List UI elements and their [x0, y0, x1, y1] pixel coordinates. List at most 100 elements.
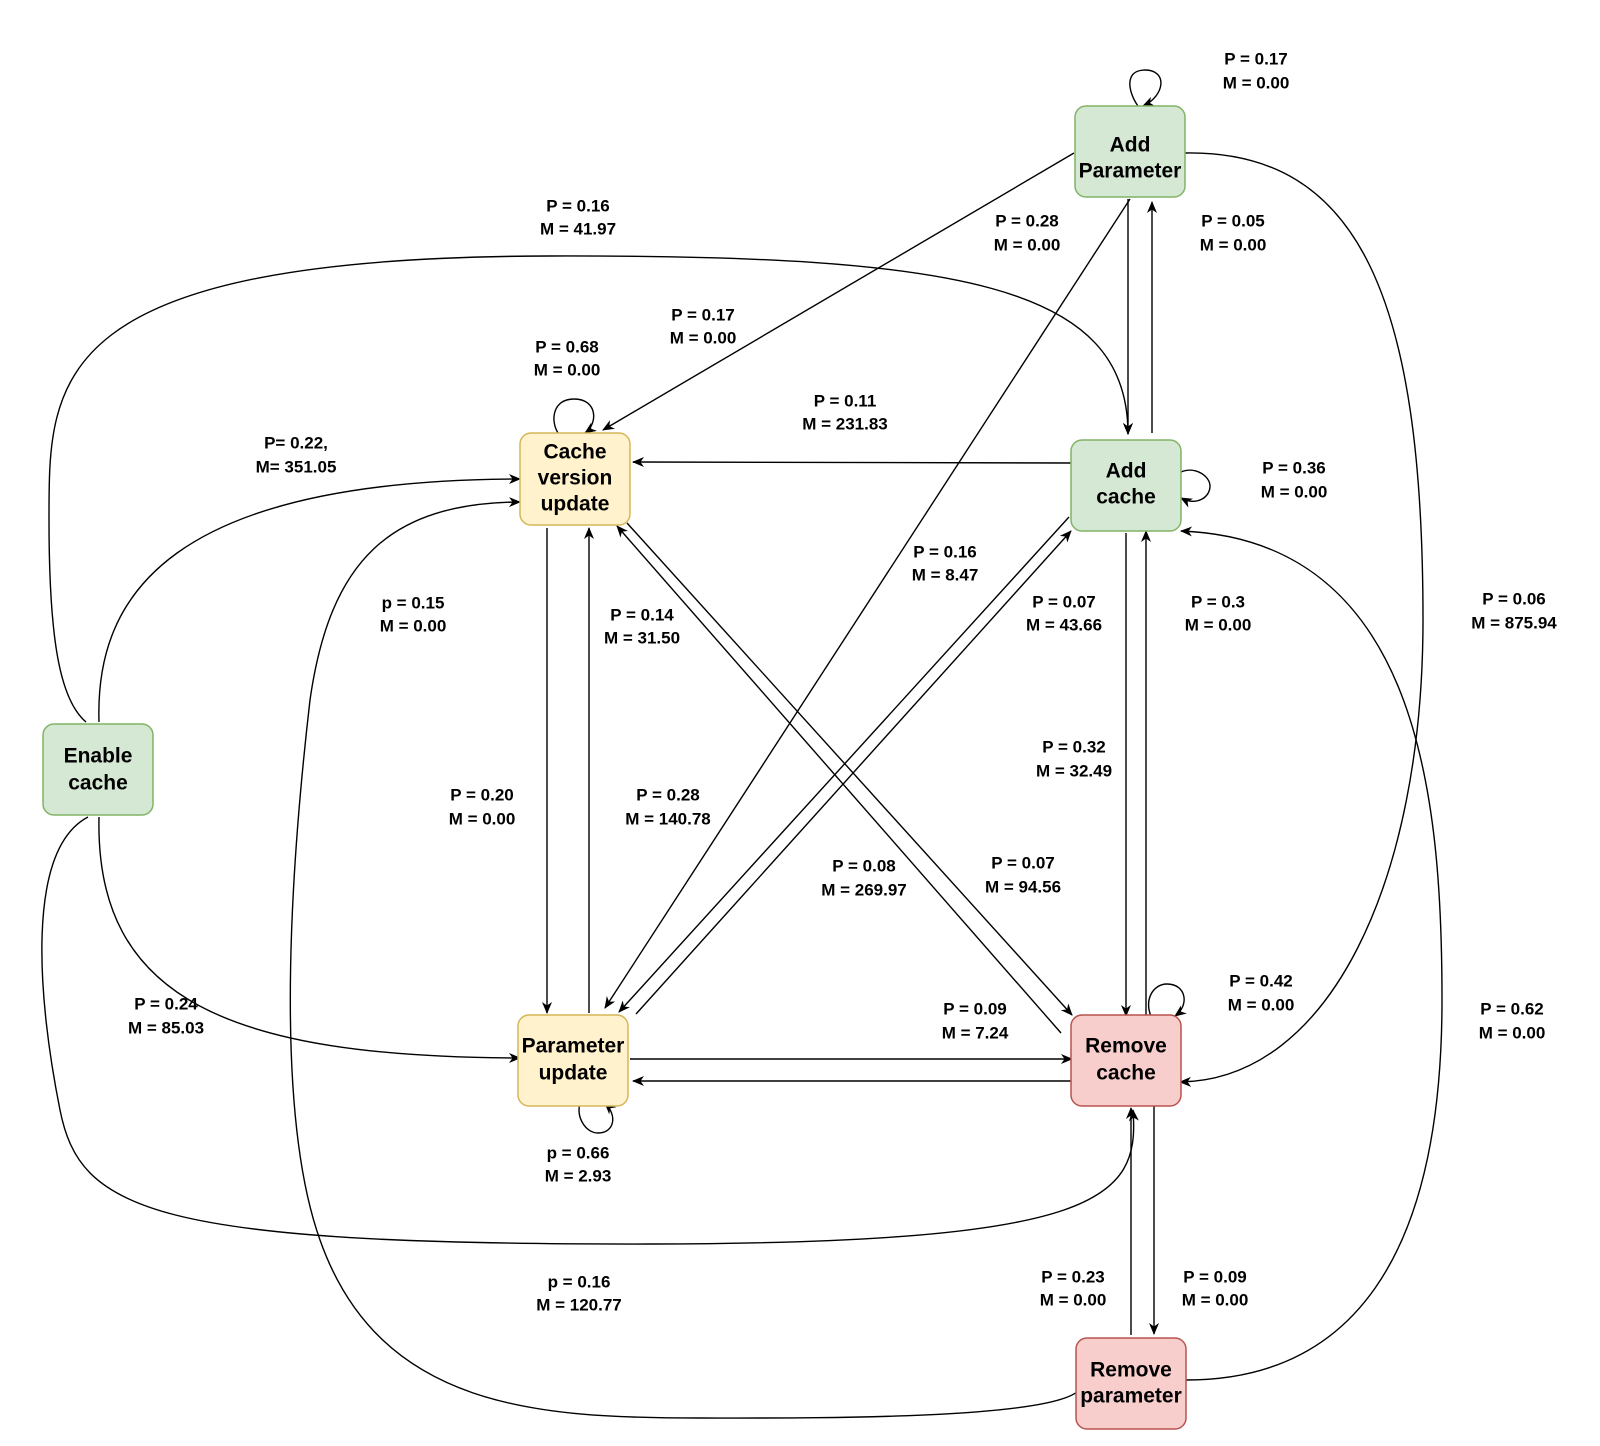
edge-ap-self — [1129, 69, 1162, 107]
label-ap-rc-p: P = 0.06 — [1482, 589, 1546, 608]
edge-en-rc — [41, 816, 1139, 1245]
label-pu-cvu: P = 0.14 M = 31.50 — [604, 605, 680, 647]
label-ap-self-m: M = 0.00 — [1223, 73, 1290, 92]
edge-en-cvu — [98, 474, 521, 723]
label-ap-cvu-m: M = 0.00 — [670, 328, 737, 347]
label-ac-pu: P = 0.07 M = 43.66 — [1026, 592, 1102, 634]
node-parameter-update-box — [517, 1014, 629, 1107]
label-ac-cvu-p: P = 0.11 — [814, 391, 877, 410]
label-rc-self: P = 0.42 M = 0.00 — [1228, 971, 1295, 1014]
edge-ap-pu — [604, 198, 1131, 1009]
label-pu-cvu-p: P = 0.14 — [610, 605, 674, 624]
label-rc-rp-m: M = 0.00 — [1182, 1290, 1249, 1309]
label-en-pu-m: M = 85.03 — [128, 1018, 204, 1037]
edge-cvu-self — [553, 398, 597, 434]
label-cvu-rc-m: M = 94.56 — [985, 877, 1061, 896]
node-enable-cache-line-1: Enable — [64, 745, 133, 768]
label-ac-ap-p: P = 0.05 — [1201, 211, 1265, 230]
edge-rc-cvu — [616, 525, 1062, 1034]
label-ac-rc-m: M = 32.49 — [1036, 761, 1112, 780]
node-enable-cache-line-2: cache — [68, 772, 128, 795]
label-rp-cvu: p = 0.15 M = 0.00 — [380, 593, 447, 635]
label-rp-ac-p: P = 0.62 — [1480, 999, 1544, 1018]
node-remove-parameter-line-1: Remove — [1090, 1359, 1172, 1382]
label-pu-self-m: M = 2.93 — [545, 1166, 612, 1185]
label-en-pu-p: P = 0.24 — [134, 994, 198, 1013]
label-cvu-pu-p: P = 0.20 — [450, 785, 514, 804]
label-rc-rp-p: P = 0.09 — [1183, 1267, 1247, 1286]
node-add-cache-line-2: cache — [1096, 486, 1156, 509]
edge-ac-cvu — [632, 457, 1073, 468]
node-add-parameter-line-2: Parameter — [1079, 160, 1182, 183]
node-cache-version-update-box — [519, 432, 631, 526]
label-pu-cvu-m: M = 31.50 — [604, 628, 680, 647]
node-cache-version-update-line-1: Cache — [543, 441, 606, 464]
label-en-cvu: P= 0.22, M= 351.05 — [256, 433, 337, 476]
label-rp-ac: P = 0.62 M = 0.00 — [1479, 999, 1546, 1042]
label-rc-ac: P = 0.3 M = 0.00 — [1185, 592, 1252, 634]
node-remove-parameter-box — [1075, 1337, 1187, 1430]
label-en-cvu-m: M= 351.05 — [256, 457, 337, 476]
label-rc-cvu-m: M = 269.97 — [821, 880, 907, 899]
label-ap-rc-m: M = 875.94 — [1471, 613, 1557, 632]
label-ac-self: P = 0.36 M = 0.00 — [1261, 458, 1328, 501]
node-enable-cache[interactable]: Enable cache — [42, 723, 154, 816]
label-ac-cvu-m: M = 231.83 — [802, 414, 888, 433]
node-remove-cache-box — [1070, 1014, 1182, 1107]
edge-rp-cvu — [289, 497, 1078, 1419]
label-ap-cvu: P = 0.17 M = 0.00 — [670, 305, 737, 347]
node-add-cache[interactable]: Add cache — [1070, 439, 1182, 532]
label-ap-pu: P = 0.16 M = 8.47 — [912, 542, 979, 584]
label-rp-cvu-p: p = 0.15 — [382, 593, 445, 612]
label-rc-self-m: M = 0.00 — [1228, 995, 1295, 1014]
label-ap-ac-p: P = 0.28 — [995, 211, 1059, 230]
node-add-parameter-line-1: Add — [1110, 134, 1151, 157]
node-parameter-update-line-1: Parameter — [522, 1035, 625, 1058]
label-cvu-pu: P = 0.20 M = 0.00 — [449, 785, 516, 828]
label-cvu-rc: P = 0.07 M = 94.56 — [985, 853, 1061, 896]
edge-cvu-rc — [626, 522, 1073, 1016]
label-en-rc-p: p = 0.16 — [548, 1272, 611, 1291]
label-ap-pu-p: P = 0.16 — [913, 542, 977, 561]
label-cvu-rc-p: P = 0.07 — [991, 853, 1055, 872]
label-en-ac: P = 0.16 M = 41.97 — [540, 196, 616, 238]
label-pu-ac-m: M = 140.78 — [625, 809, 711, 828]
edge-ap-rc — [1179, 152, 1424, 1087]
label-rc-ac-p: P = 0.3 — [1191, 592, 1245, 611]
label-pu-ac-p: P = 0.28 — [636, 785, 700, 804]
edge-ac-self — [1180, 469, 1211, 508]
label-pu-ac: P = 0.28 M = 140.78 — [625, 785, 711, 828]
label-pu-rc: P = 0.09 M = 7.24 — [942, 999, 1009, 1042]
label-en-rc-m: M = 120.77 — [536, 1295, 622, 1314]
node-remove-cache[interactable]: Remove cache — [1070, 1014, 1182, 1107]
node-cache-version-update-line-2: version — [538, 467, 613, 490]
node-remove-parameter-line-2: parameter — [1080, 1385, 1182, 1408]
nodes: Add Parameter Add cache Cache version up… — [42, 105, 1187, 1430]
edge-ap-cvu — [602, 152, 1075, 431]
label-rp-rc-p: P = 0.23 — [1041, 1267, 1105, 1286]
label-rc-self-p: P = 0.42 — [1229, 971, 1293, 990]
edge-en-ac — [48, 255, 1133, 723]
node-add-parameter[interactable]: Add Parameter — [1074, 105, 1186, 198]
node-parameter-update[interactable]: Parameter update — [517, 1014, 629, 1107]
edge-pu-self — [578, 1102, 617, 1134]
label-ac-ap-m: M = 0.00 — [1200, 235, 1267, 254]
label-pu-rc-m: M = 7.24 — [942, 1023, 1009, 1042]
label-rp-cvu-m: M = 0.00 — [380, 616, 447, 635]
edge-labels: P = 0.17 M = 0.00 P = 0.16 M = 41.97 P =… — [128, 49, 1557, 1314]
label-ap-self-p: P = 0.17 — [1224, 49, 1288, 68]
label-pu-self-p: p = 0.66 — [547, 1143, 610, 1162]
node-remove-parameter[interactable]: Remove parameter — [1075, 1337, 1187, 1430]
label-rc-rp: P = 0.09 M = 0.00 — [1182, 1267, 1249, 1309]
label-ap-ac: P = 0.28 M = 0.00 — [994, 211, 1061, 254]
edge-en-pu — [98, 816, 521, 1063]
node-remove-cache-line-2: cache — [1096, 1062, 1156, 1085]
label-en-rc: p = 0.16 M = 120.77 — [536, 1272, 622, 1314]
label-ap-self: P = 0.17 M = 0.00 — [1223, 49, 1290, 92]
node-cache-version-update[interactable]: Cache version update — [519, 432, 631, 526]
label-ap-ac-m: M = 0.00 — [994, 235, 1061, 254]
label-ac-pu-m: M = 43.66 — [1026, 615, 1102, 634]
label-rc-cvu: P = 0.08 M = 269.97 — [821, 856, 907, 899]
node-parameter-update-line-2: update — [539, 1062, 608, 1085]
